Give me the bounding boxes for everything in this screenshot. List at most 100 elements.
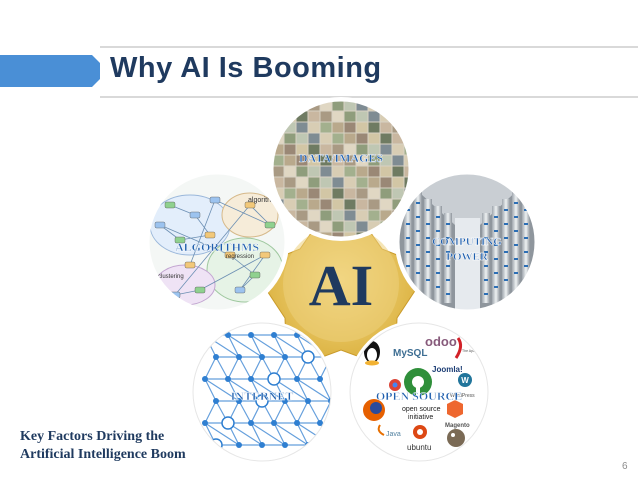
network-link [319,400,331,424]
rack-light [426,279,430,281]
algorithm-link [249,204,271,226]
rack-light [406,265,410,267]
diagram-caption: Key Factors Driving the Artificial Intel… [20,428,186,464]
server-rack [424,199,432,309]
mosaic-tile [356,111,368,122]
mosaic-tile [344,122,356,133]
mosaic-tile [380,177,392,188]
mosaic-tile [332,133,344,144]
mosaic-tile [332,232,344,238]
mosaic-tile [368,133,380,144]
rack-light [436,216,440,218]
mosaic-tile [380,188,392,199]
mosaic-tile [368,155,380,166]
mosaic-tile [296,133,308,144]
factor-computing-power: COMPUTING POWER [395,170,539,314]
network-node [282,442,288,448]
rack-light [514,216,518,218]
rack-light [416,216,420,218]
mosaic-tile [308,122,320,133]
mosaic-tile [344,155,356,166]
mosaic-tile [368,188,380,199]
mosaic-tile [308,111,320,122]
mosaic-tile [392,133,404,144]
linux-penguin-icon [364,341,380,366]
network-node [282,398,288,404]
network-link [204,356,217,380]
center-circle [283,226,399,342]
server-rack [404,185,412,311]
caption-line-1: Key Factors Driving the [20,429,165,444]
mosaic-tile [344,221,356,232]
mosaic-tile [368,166,380,177]
osi-keyhole-icon [404,368,432,397]
mosaic-tile [380,144,392,155]
network-link [204,400,217,424]
algorithm-node [249,271,261,279]
mosaic-tile [356,188,368,199]
mosaic-tile [308,144,320,155]
mosaic-tile [356,133,368,144]
rack-light [446,265,450,267]
mosaic-tile [296,155,308,166]
mosaic-tile [368,221,380,232]
rack-light [436,272,440,274]
algorithm-link [174,204,251,296]
mosaic-tile [320,188,332,199]
mosaic-tile [404,100,410,111]
mosaic-tile [320,210,332,221]
rack-light [484,223,488,225]
network-node [213,398,219,404]
mosaic-tile [344,199,356,210]
network-link [238,356,252,380]
network-link [204,422,240,446]
mosaic-tile [392,177,404,188]
network-link [250,356,263,380]
network-link [296,378,309,402]
mosaic-tile [320,111,332,122]
joomla-logo: Joomla! [432,365,463,374]
algorithm-node [209,196,221,204]
mosaic-tile [368,111,380,122]
chrome-icon [389,379,401,391]
rack-light [446,251,450,253]
algorithm-node [234,286,246,294]
factor-algorithms: algorith regression clustering ALGORITHM… [145,170,289,314]
algorithm-node [154,221,166,229]
mosaic-tile [272,111,284,122]
rack-light [446,223,450,225]
network-link [227,334,263,358]
network-link [273,422,309,446]
apache-feather-icon [454,337,463,359]
network-node [213,354,219,360]
rack-light [494,286,498,288]
algorithm-node [244,201,256,209]
mosaic-tile [368,199,380,210]
mosaic-tile [296,166,308,177]
server-racks-left [404,185,452,311]
mosaic-tile [404,155,410,166]
server-rack [482,213,490,303]
algorithm-link [229,254,256,276]
rack-light [524,209,528,211]
network-link [273,422,286,446]
mosaic-tile [404,177,410,188]
network-node [248,332,254,338]
mosaic-tile [332,166,344,177]
internet-label: INTERNET [231,389,294,403]
wordpress-logo: WordPress [450,393,475,399]
algorithm-node [224,251,236,259]
algorithm-link [194,214,211,236]
center-ai-label: AI [309,253,373,318]
rack-light [436,258,440,260]
network-link [319,378,331,402]
factor-open-source: MySQL odoo The Apache Software Foundatio… [347,320,491,464]
network-links [204,334,331,446]
server-rack [512,192,520,311]
network-link [250,422,286,446]
mosaic-tile [380,210,392,221]
rack-light [426,209,430,211]
mosaic-tile [380,232,392,238]
rack-light [484,251,488,253]
